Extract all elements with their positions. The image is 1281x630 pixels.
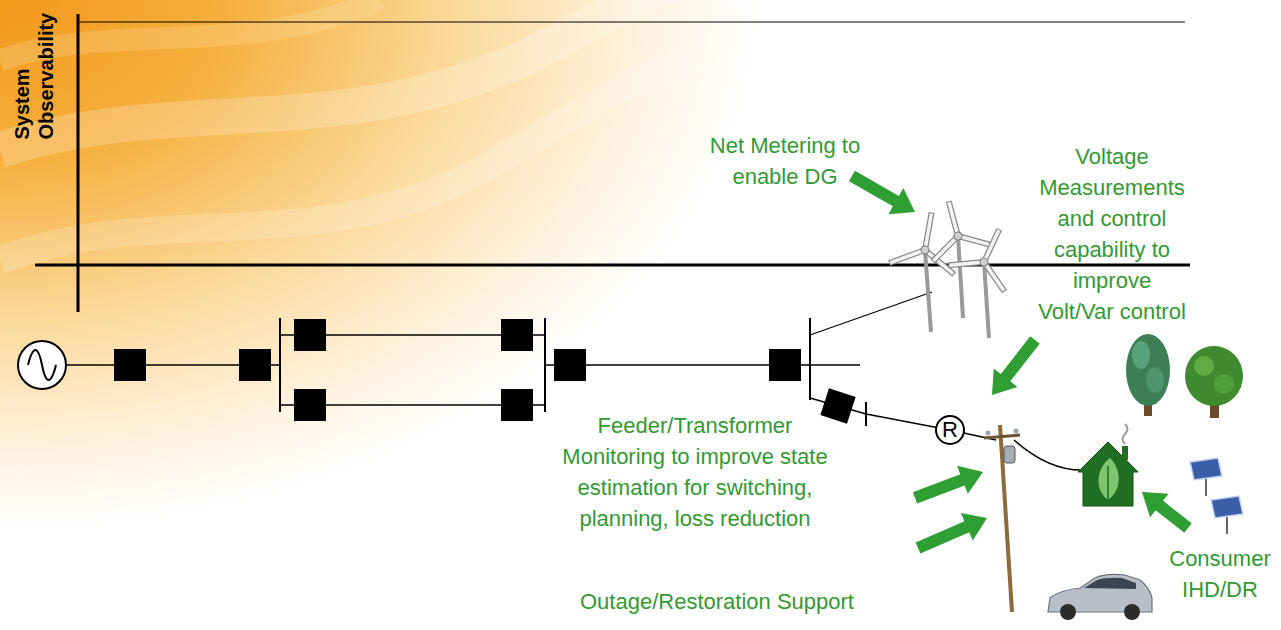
axis-line: [35, 264, 1190, 267]
turbine-blade: [984, 229, 999, 262]
service-drop: [1014, 440, 1086, 470]
turbine-hub: [953, 231, 963, 241]
tree-crown: [1185, 346, 1243, 406]
callout-text: Net Metering to enable DG: [710, 133, 860, 189]
turbine-blade: [949, 202, 958, 236]
callout-text: Outage/Restoration Support: [580, 589, 854, 614]
house-leaf: [1098, 458, 1118, 500]
bus-bar: [809, 318, 811, 400]
breaker-symbol: [239, 349, 271, 381]
callout-arrow: [980, 331, 1047, 404]
car-wheel: [1060, 604, 1076, 620]
turbine-blade: [890, 244, 925, 268]
background-wave: [0, 60, 700, 260]
turbine-blade: [977, 262, 1012, 291]
tree-crown: [1146, 367, 1164, 393]
breaker-symbol: [820, 388, 855, 423]
callout-block: System Observability: [9, 5, 57, 140]
breaker-symbol: [501, 389, 533, 421]
relay-circle: R: [935, 415, 965, 445]
breaker-symbol: [114, 349, 146, 381]
generator-symbol: [18, 341, 66, 389]
axis-line: [77, 14, 80, 312]
breaker-symbol: [294, 389, 326, 421]
house-leaf: [1107, 466, 1109, 500]
tree-crown: [1214, 374, 1234, 394]
turbine-rotor: [919, 193, 993, 261]
callout-block: Net Metering to enable DG: [695, 130, 875, 192]
axis-line: [78, 22, 1185, 23]
callout-arrow: [910, 458, 989, 512]
breaker-symbol: [501, 319, 533, 351]
turbine-hub: [979, 257, 990, 268]
turbine-blade: [958, 228, 992, 253]
turbine-blade: [889, 244, 925, 268]
house-icon: [1078, 442, 1138, 506]
house-chimney: [1122, 446, 1128, 460]
callout-text: Consumer IHD/DR: [1169, 546, 1270, 602]
callout-arrow: [845, 163, 923, 225]
callout-arrow: [1133, 480, 1197, 540]
breaker-symbol: [554, 349, 586, 381]
breaker-symbol: [294, 319, 326, 351]
wire: [810, 292, 932, 335]
callout-arrow: [912, 504, 993, 561]
tree-crown: [1126, 334, 1170, 406]
breaker-symbol: [769, 349, 801, 381]
pole-crossarm: [984, 435, 1020, 438]
callout-arrow: [1133, 480, 1197, 540]
tree-crown: [1194, 356, 1214, 376]
wire: [810, 364, 860, 366]
bus-bar: [279, 318, 281, 412]
turbine-blade: [976, 262, 1012, 291]
solar-panel: [1211, 496, 1243, 518]
turbine-blade: [948, 249, 984, 278]
turbine-blade: [925, 213, 932, 250]
pole-transformer: [1004, 446, 1015, 463]
callout-text: Voltage Measurements and control capabil…: [1038, 144, 1186, 324]
callout-arrow: [912, 504, 993, 561]
node-label: R: [942, 419, 958, 441]
turbine-hub: [920, 245, 929, 254]
axis-title: System Observability: [10, 13, 56, 140]
turbine-rotor: [948, 216, 1027, 291]
callout-block: Outage/Restoration Support: [580, 586, 854, 617]
callout-arrow: [910, 458, 989, 512]
turbine-tower: [984, 262, 989, 338]
background-wave: [0, 0, 380, 60]
solar-panel: [1190, 458, 1222, 480]
chimney-smoke: [1123, 424, 1128, 444]
callout-arrow: [845, 163, 923, 225]
turbine-blade: [984, 230, 999, 262]
pole-insulator: [1014, 429, 1019, 434]
tree-crown: [1132, 341, 1150, 369]
turbine-blade: [925, 214, 931, 250]
generator-wave: [28, 350, 56, 380]
car-window: [1084, 578, 1136, 589]
turbine-blade: [949, 249, 984, 278]
pole-insulator: [986, 431, 991, 436]
turbine-tower: [958, 236, 963, 318]
callout-arrow: [980, 331, 1047, 404]
callout-block: Feeder/Transformer Monitoring to improve…: [550, 410, 840, 534]
callout-block: Voltage Measurements and control capabil…: [1034, 141, 1190, 327]
callout-text: Feeder/Transformer Monitoring to improve…: [562, 413, 827, 531]
turbine-blade: [949, 201, 958, 236]
car-wheel: [1124, 604, 1140, 620]
turbine-tower: [925, 250, 931, 332]
callout-block: Consumer IHD/DR: [1165, 543, 1275, 605]
